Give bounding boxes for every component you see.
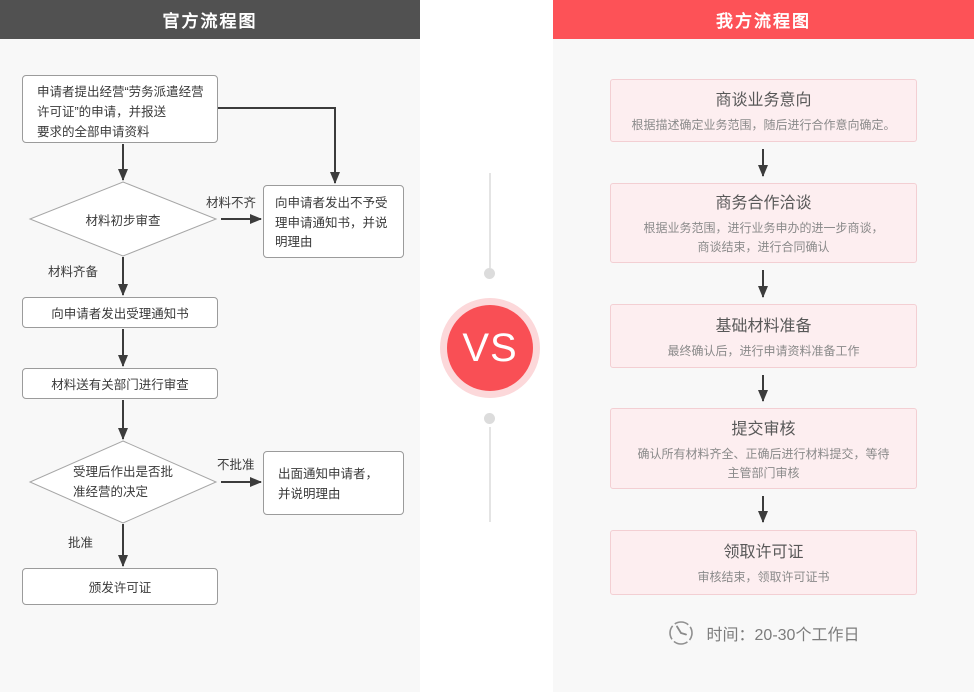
step-desc: 根据描述确定业务范围，随后进行合作意向确定。 (631, 118, 896, 132)
vs-line-top (489, 173, 491, 268)
vs-line-bottom (489, 427, 491, 522)
vs-text: VS (462, 325, 518, 370)
step-title: 基础材料准备 (715, 317, 812, 335)
node-deny-notice: 出面通知申请者， 并说明理由 (263, 451, 404, 515)
label-incomplete: 材料不齐 (206, 196, 257, 210)
vs-dot-top (484, 268, 495, 279)
step-title: 商务合作洽谈 (715, 195, 812, 212)
label-not-approved: 不批准 (217, 458, 255, 472)
official-header-title: 官方流程图 (162, 12, 258, 31)
step-title: 提交审核 (731, 420, 796, 438)
step-desc: 审核结束，领取许可证书 (697, 570, 830, 584)
vs-dot-bottom (484, 413, 495, 424)
vs-badge: VS (447, 305, 533, 391)
vs-badge-ring: VS (440, 298, 540, 398)
node-initial-review: 材料初步审查 (85, 213, 161, 228)
step-card-cooperation-talk: 商务合作洽谈 根据业务范围，进行业务申办的进一步商谈， 商谈结束，进行合同确认 (610, 183, 917, 263)
step-title: 商谈业务意向 (715, 92, 812, 109)
label-complete: 材料齐备 (48, 265, 99, 279)
our-header: 我方流程图 (553, 0, 974, 39)
step-card-get-license: 领取许可证 审核结束，领取许可证书 (610, 530, 917, 595)
our-header-title: 我方流程图 (716, 12, 811, 31)
our-flowchart-panel: 我方流程图 商谈业务意向 根据描述确定业务范围，随后进行合作意向确定。 商务合作… (553, 0, 974, 692)
node-apply: 申请者提出经营“劳务派遣经营 许可证”的申请，并报送 要求的全部申请资料 (22, 75, 218, 143)
step-desc: 根据业务范围，进行业务申办的进一步商谈， 商谈结束，进行合同确认 (643, 221, 884, 254)
step-card-submit-review: 提交审核 确认所有材料齐全、正确后进行材料提交，等待 主管部门审核 (610, 408, 917, 489)
time-text: 时间：20-30个工作日 (706, 627, 860, 644)
official-header: 官方流程图 (0, 0, 420, 39)
node-decision: 受理后作出是否批 准经营的决定 (72, 465, 173, 499)
node-issue-license: 颁发许可证 (22, 568, 218, 605)
time-row: 时间：20-30个工作日 (553, 620, 974, 646)
node-dept-review: 材料送有关部门进行审查 (22, 368, 218, 399)
clock-icon (668, 621, 693, 645)
step-desc: 最终确认后，进行申请资料准备工作 (667, 343, 860, 358)
official-flowchart-panel: 官方流程图 申请者提出经营“劳务派遣 (0, 0, 420, 692)
label-approved: 批准 (68, 536, 94, 550)
step-desc: 确认所有材料齐全、正确后进行材料提交，等待 主管部门审核 (637, 446, 890, 480)
node-reject-notice: 向申请者发出不予受 理申请通知书，并说 明理由 (263, 185, 404, 258)
node-accept-notice: 向申请者发出受理通知书 (22, 297, 218, 328)
connector-elbow-top (218, 107, 340, 184)
step-card-business-intent: 商谈业务意向 根据描述确定业务范围，随后进行合作意向确定。 (610, 79, 917, 142)
step-title: 领取许可证 (723, 544, 804, 561)
step-card-material-prep: 基础材料准备 最终确认后，进行申请资料准备工作 (610, 304, 917, 368)
